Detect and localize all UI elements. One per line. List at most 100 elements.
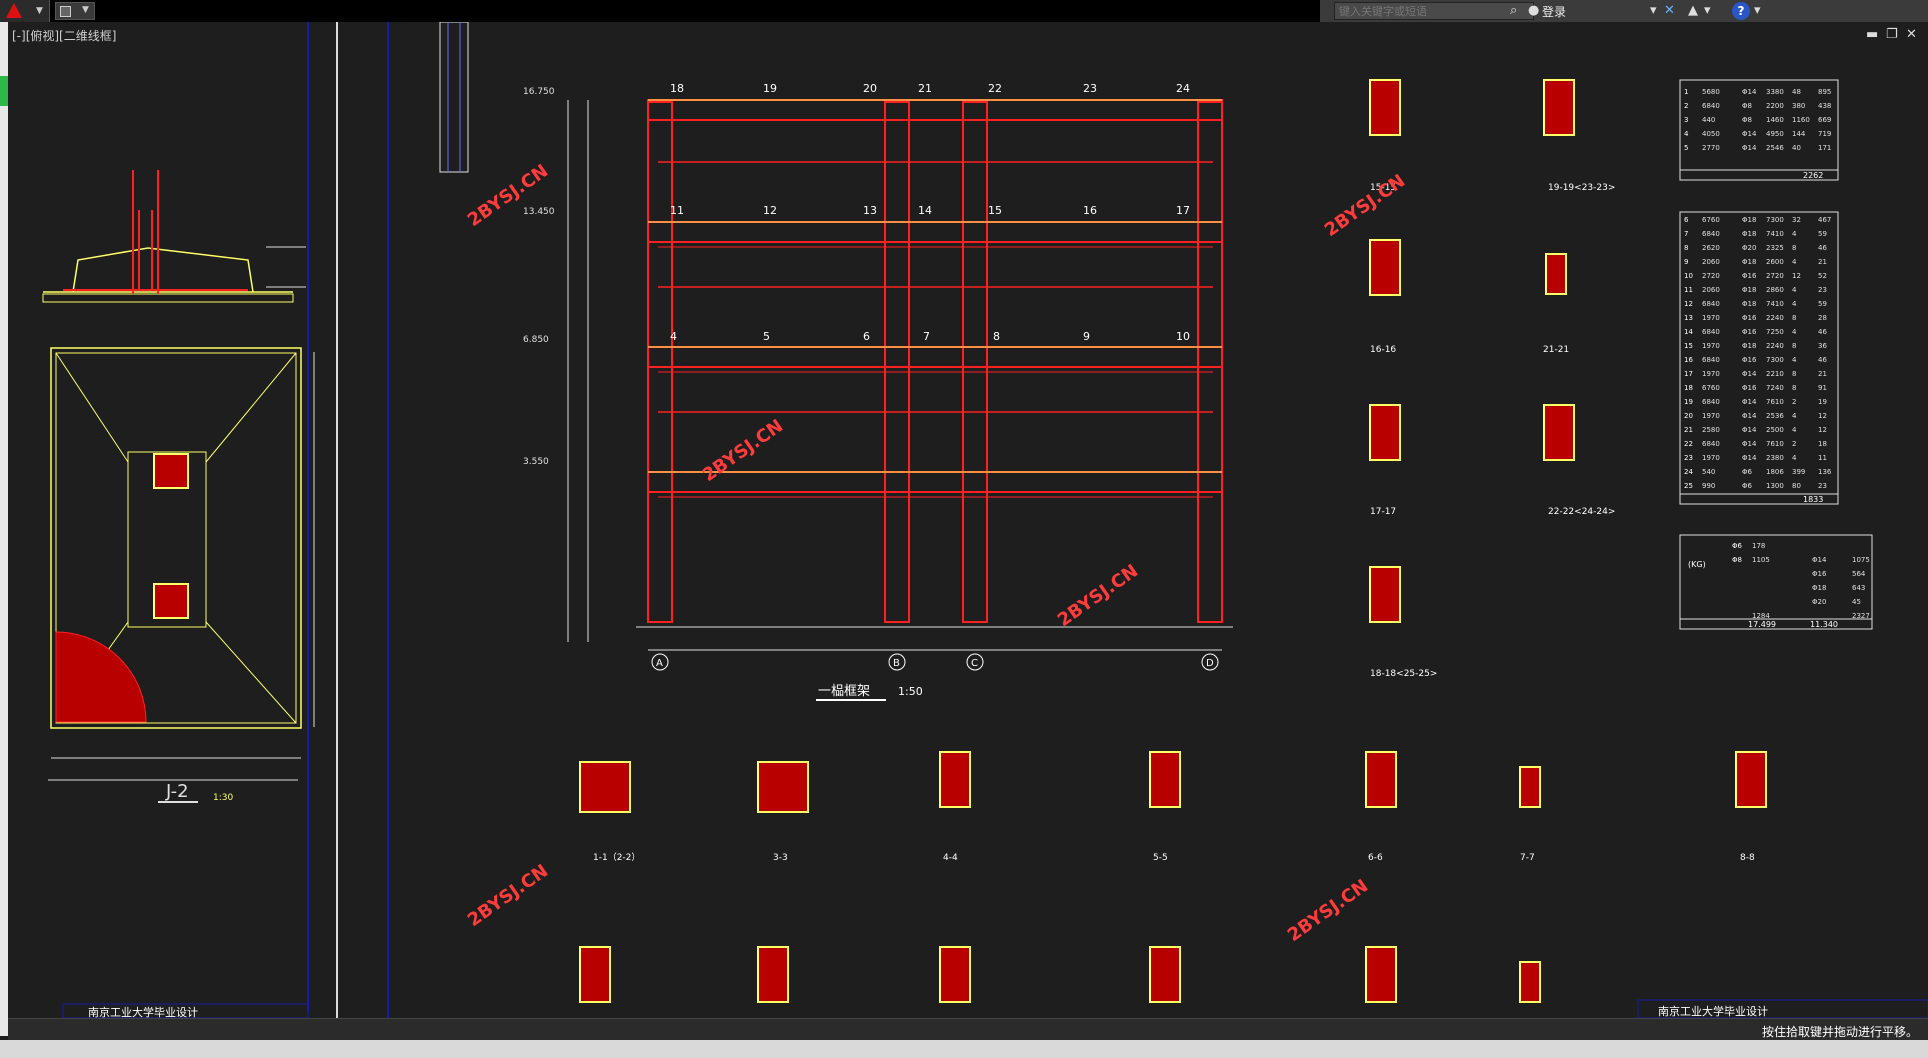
svg-text:5-5: 5-5: [1153, 853, 1168, 863]
svg-text:15-15: 15-15: [1370, 183, 1396, 193]
restore-icon[interactable]: ❐: [1886, 27, 1898, 42]
a360-icon[interactable]: ▲: [1688, 3, 1698, 18]
chevron-down-icon[interactable]: ▾: [1650, 3, 1657, 18]
bottom-sections-row1: [579, 751, 1767, 813]
table-b-cell: 7: [1684, 230, 1688, 238]
table-b-cell: 6840: [1702, 230, 1720, 238]
svg-text:7: 7: [923, 330, 930, 343]
table-b-cell: 12: [1818, 412, 1827, 420]
login-button[interactable]: 登录: [1542, 5, 1567, 19]
autocad-logo-icon: [6, 3, 22, 18]
table-b-cell: 25: [1684, 482, 1693, 490]
svg-text:2BYSJ.CN: 2BYSJ.CN: [464, 161, 552, 232]
table-b-cell: Φ18: [1742, 300, 1756, 308]
foundation-scale: 1:30: [213, 793, 233, 803]
binoculars-icon[interactable]: ⌕: [1510, 3, 1518, 18]
table-b-cell: 18: [1818, 440, 1827, 448]
table-a-cell: 669: [1818, 116, 1831, 124]
table-a-cell: 4950: [1766, 130, 1784, 138]
user-icon[interactable]: ●: [1528, 3, 1540, 18]
table-a-cell: Φ14: [1742, 130, 1757, 138]
cad-drawing[interactable]: J-2 1:30 南京工业大学毕业设计: [8, 21, 1928, 1019]
table-b-cell: 12: [1818, 426, 1827, 434]
svg-text:1-1（2-2）: 1-1（2-2）: [593, 852, 640, 863]
svg-text:13: 13: [863, 204, 877, 217]
title-block-text-left: 南京工业大学毕业设计: [88, 1005, 198, 1018]
table-a-cell: 2200: [1766, 102, 1784, 110]
table-b-cell: 24: [1684, 468, 1693, 476]
table-c-cell: Φ20: [1812, 598, 1826, 606]
table-b-cell: 10: [1684, 272, 1693, 280]
right-section-labels: 15-15 19-19<23-23> 16-16 21-21 17-17 22-…: [1370, 183, 1615, 679]
svg-text:13.450: 13.450: [523, 207, 555, 217]
table-b-cell: 2: [1792, 398, 1796, 406]
table-b-cell: 23: [1684, 454, 1693, 462]
svg-text:4-4: 4-4: [943, 853, 958, 863]
table-b-cell: Φ18: [1742, 342, 1756, 350]
table-b-cell: 1970: [1702, 412, 1720, 420]
table-b-cell: 52: [1818, 272, 1827, 280]
table-a-cell: 1460: [1766, 116, 1784, 124]
table-b-cell: 7240: [1766, 384, 1784, 392]
table-b-cell: 23: [1818, 286, 1827, 294]
table-b-cell: 21: [1818, 258, 1827, 266]
table-b-cell: 8: [1792, 384, 1796, 392]
table-b-cell: Φ18: [1742, 258, 1756, 266]
table-a-cell: 438: [1818, 102, 1831, 110]
elevation-marks: 16.750 13.450 6.850 3.550: [523, 87, 555, 467]
quick-access-toolbar[interactable]: ▼: [55, 2, 95, 20]
table-a-cell: 440: [1702, 116, 1715, 124]
table-b-cell: 15: [1684, 342, 1693, 350]
bottom-section-labels: 1-1（2-2） 3-3 4-4 5-5 6-6 7-7 8-8: [593, 852, 1755, 863]
table-a-cell: 4050: [1702, 130, 1720, 138]
table-b-cell: 21: [1818, 370, 1827, 378]
table-b-cell: 6840: [1702, 300, 1720, 308]
table-b-cell: 4: [1792, 230, 1797, 238]
svg-text:C: C: [971, 658, 978, 669]
table-b-cell: 19: [1818, 398, 1827, 406]
save-icon[interactable]: [60, 6, 71, 17]
application-menu-button[interactable]: ▼: [0, 0, 50, 22]
chevron-down-icon[interactable]: ▾: [1754, 3, 1761, 18]
search-input[interactable]: [1334, 2, 1534, 20]
svg-text:18: 18: [670, 82, 684, 95]
table-a-cell: Φ8: [1742, 116, 1752, 124]
table-b-cell: 990: [1702, 482, 1715, 490]
svg-text:D: D: [1206, 658, 1214, 669]
table-a-cell: 1: [1684, 88, 1688, 96]
table-a-cell: 5: [1684, 144, 1688, 152]
bottom-sections-row2: [579, 946, 1541, 1003]
table-b-cell: 59: [1818, 300, 1827, 308]
exchange-icon[interactable]: ✕: [1664, 3, 1675, 18]
drawing-canvas[interactable]: J-2 1:30 南京工业大学毕业设计: [8, 21, 1928, 1036]
table-c-cell: 1075: [1852, 556, 1870, 564]
help-button[interactable]: ?: [1732, 2, 1750, 20]
minimize-icon[interactable]: ▬: [1866, 27, 1879, 42]
table-b-cell: 2: [1792, 440, 1796, 448]
table-a-cell: 2: [1684, 102, 1688, 110]
table-c-cell: 643: [1852, 584, 1865, 592]
table-b-cell: 2210: [1766, 370, 1784, 378]
table-c-total-2: 11.340: [1810, 620, 1838, 629]
chevron-down-icon[interactable]: ▾: [1704, 3, 1711, 18]
table-a-cell: 5680: [1702, 88, 1720, 96]
svg-text:2BYSJ.CN: 2BYSJ.CN: [464, 861, 552, 932]
table-b-cell: Φ16: [1742, 272, 1757, 280]
table-a-cell: 380: [1792, 102, 1805, 110]
table-b-cell: 91: [1818, 384, 1827, 392]
table-b-cell: 2720: [1702, 272, 1720, 280]
svg-text:24: 24: [1176, 82, 1190, 95]
table-b-cell: 2620: [1702, 244, 1720, 252]
table-c-cell: Φ18: [1812, 584, 1826, 592]
chevron-down-icon[interactable]: ▼: [82, 5, 89, 15]
viewport-controls-label[interactable]: [-][俯视][二维线框]: [12, 29, 117, 43]
svg-text:17: 17: [1176, 204, 1190, 217]
table-a-cell: 48: [1792, 88, 1801, 96]
table-b-cell: 46: [1818, 356, 1827, 364]
table-a-cell: 719: [1818, 130, 1831, 138]
table-b-cell: 46: [1818, 244, 1827, 252]
close-icon[interactable]: ✕: [1906, 27, 1917, 42]
svg-text:10: 10: [1176, 330, 1190, 343]
table-b-cell: 399: [1792, 468, 1805, 476]
table-b-cell: 8: [1792, 244, 1796, 252]
